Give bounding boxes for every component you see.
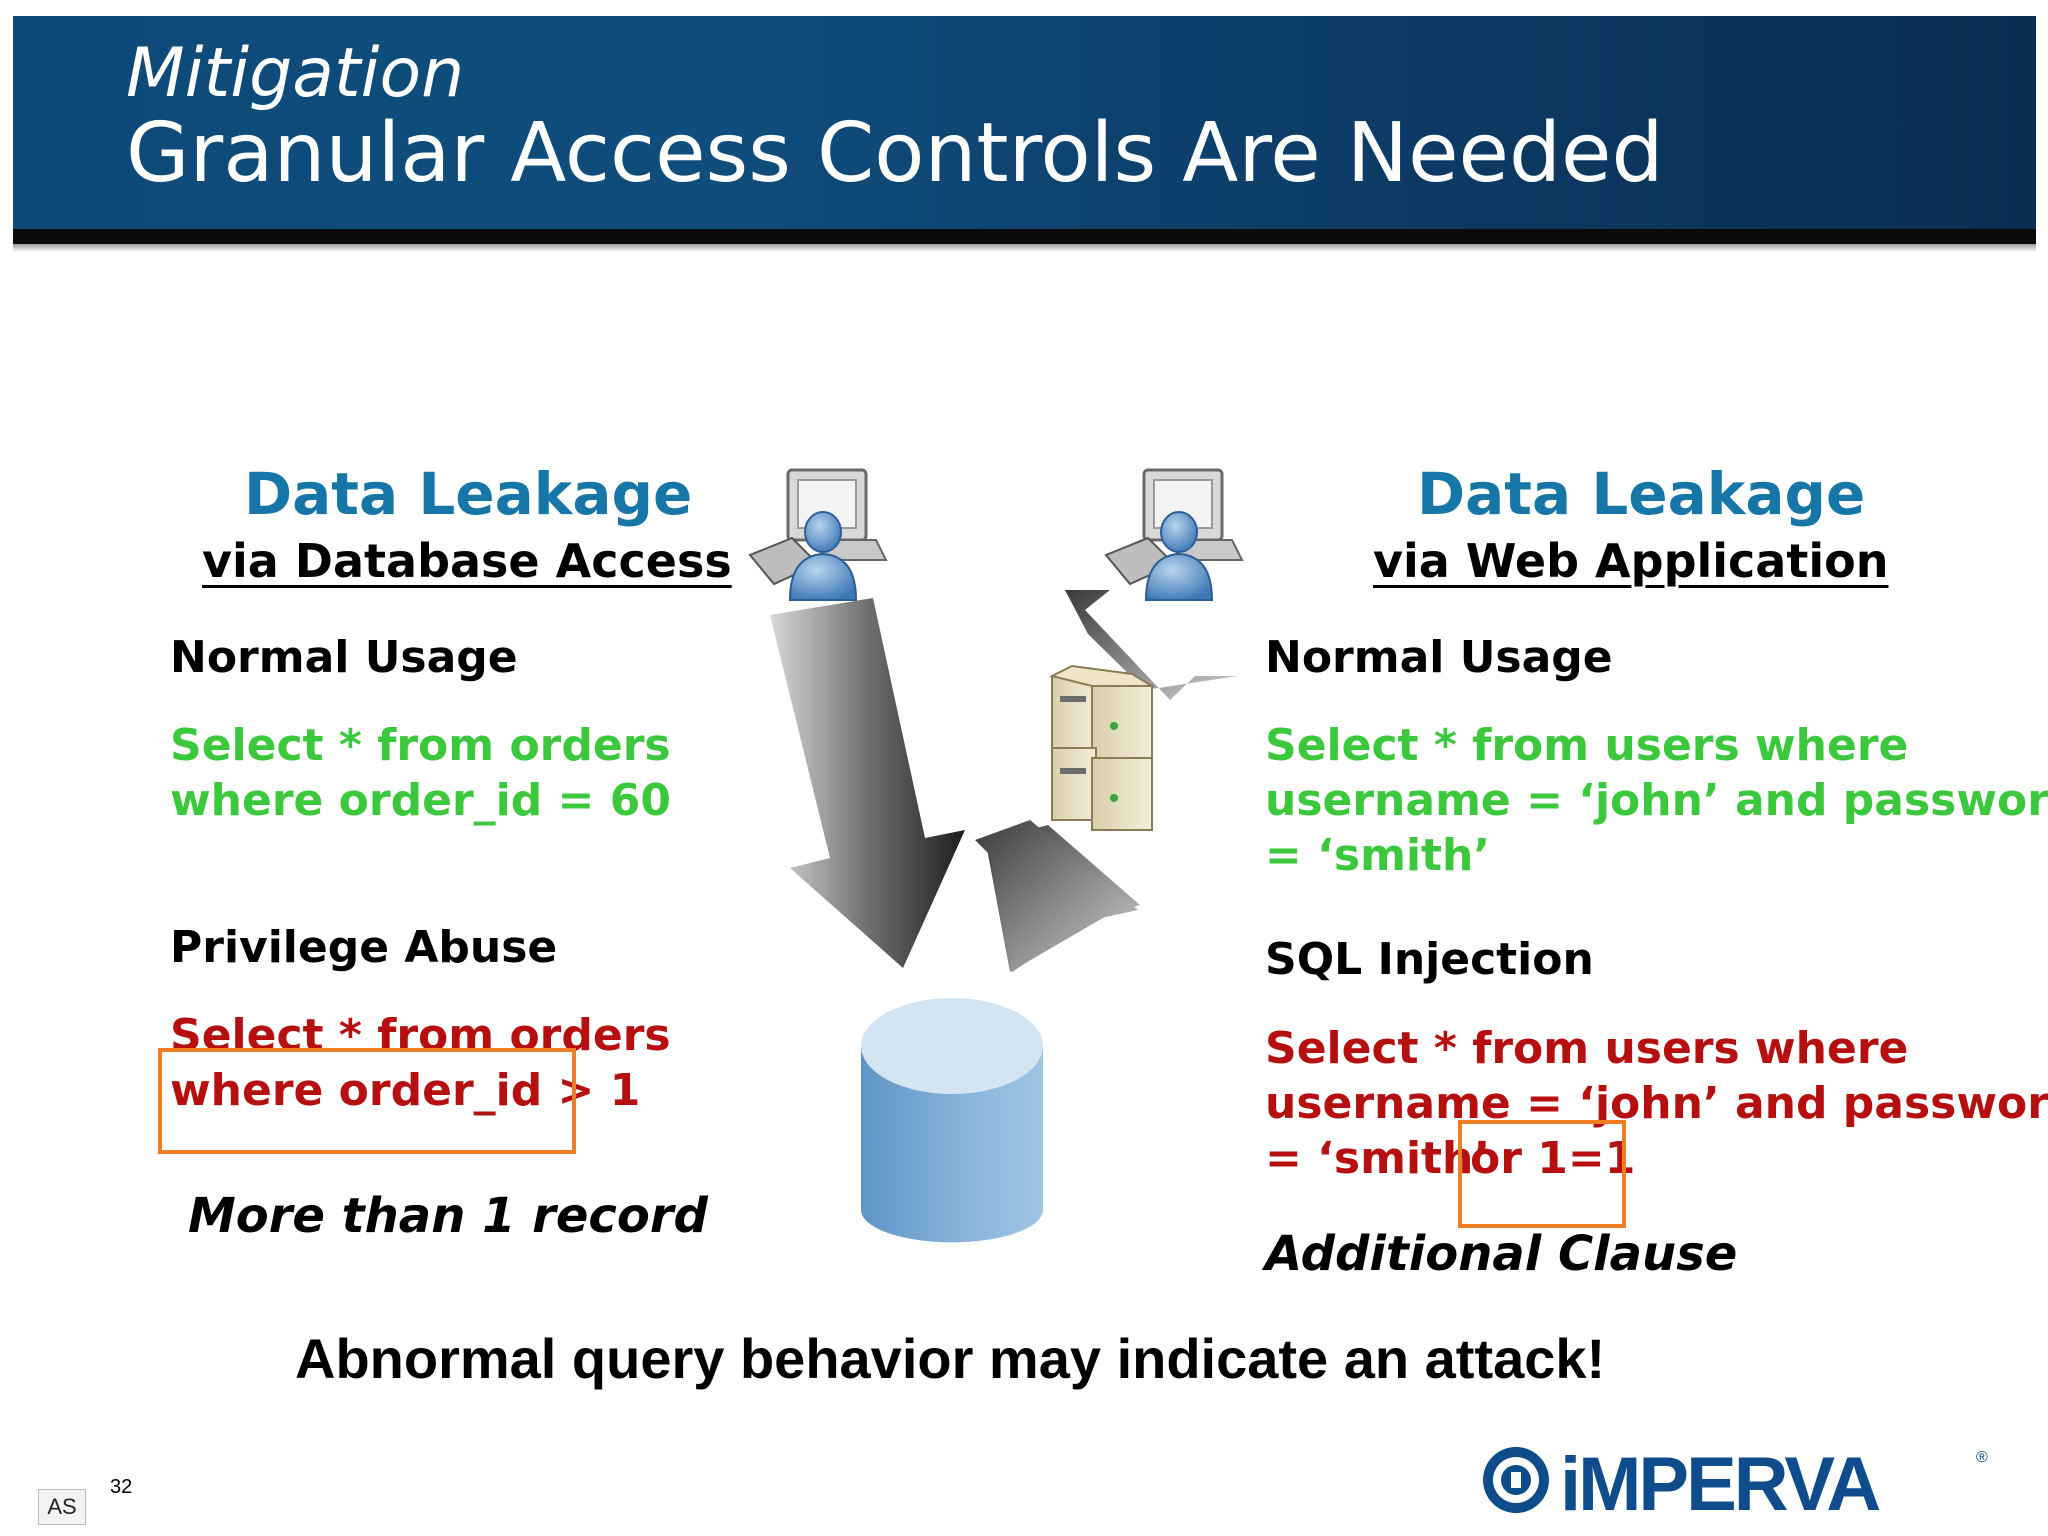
- arrow-icon: [770, 598, 965, 968]
- right-injection-query-line-3: = ‘smith’: [1265, 1133, 1491, 1184]
- highlight-box: [158, 1048, 576, 1154]
- imperva-logo: iMPERVA ®: [1478, 1440, 1998, 1527]
- right-injection-extra-clause: or 1=1: [1470, 1133, 1636, 1184]
- user-workstation-icon: [748, 468, 888, 601]
- highlight-box: [1458, 1120, 1626, 1228]
- header-shadow: [13, 244, 2036, 252]
- right-normal-query-line-3: = ‘smith’: [1265, 830, 1491, 881]
- right-injection-label: SQL Injection: [1265, 934, 1594, 985]
- right-normal-query-line-1: Select * from users where: [1265, 720, 1909, 771]
- left-abuse-query-line-2: where order_id > 1: [170, 1065, 641, 1116]
- right-injection-query-line-2: username = ‘john’ and password: [1265, 1078, 2048, 1129]
- right-heading: Data Leakage: [1417, 460, 1866, 528]
- arrow-icon: [1065, 590, 1238, 700]
- footer-message: Abnormal query behavior may indicate an …: [295, 1327, 1606, 1390]
- database-icon: [861, 998, 1043, 1243]
- left-heading: Data Leakage: [244, 460, 693, 528]
- left-normal-label: Normal Usage: [170, 632, 518, 683]
- left-normal-query-line-2: where order_id = 60: [170, 775, 671, 826]
- page-number: 32: [110, 1476, 133, 1498]
- arrow-icon: [975, 820, 1140, 972]
- logo-registered-mark: ®: [1976, 1449, 1988, 1466]
- left-abuse-label: Privilege Abuse: [170, 922, 558, 973]
- logo-wordmark: iMPERVA: [1560, 1442, 1879, 1520]
- slide-title: Granular Access Controls Are Needed: [126, 106, 1664, 201]
- left-abuse-note: More than 1 record: [188, 1188, 708, 1244]
- right-injection-query-line-1: Select * from users where: [1265, 1023, 1909, 1074]
- user-workstation-icon: [1104, 468, 1244, 601]
- right-injection-note: Additional Clause: [1265, 1226, 1738, 1282]
- slide-subtitle: Mitigation: [126, 34, 465, 113]
- right-normal-label: Normal Usage: [1265, 632, 1613, 683]
- left-abuse-query-line-1: Select * from orders: [170, 1010, 671, 1061]
- web-server-icon: [1049, 664, 1156, 831]
- header-divider: [13, 229, 2036, 244]
- slide-header: [13, 16, 2036, 229]
- right-normal-query-line-2: username = ‘john’ and password: [1265, 775, 2048, 826]
- left-normal-query-line-1: Select * from orders: [170, 720, 671, 771]
- left-subheading: via Database Access: [202, 534, 732, 588]
- right-subheading: via Web Application: [1373, 534, 1889, 588]
- corner-tag: AS: [38, 1489, 86, 1525]
- logo-mark-icon: [1483, 1447, 1549, 1513]
